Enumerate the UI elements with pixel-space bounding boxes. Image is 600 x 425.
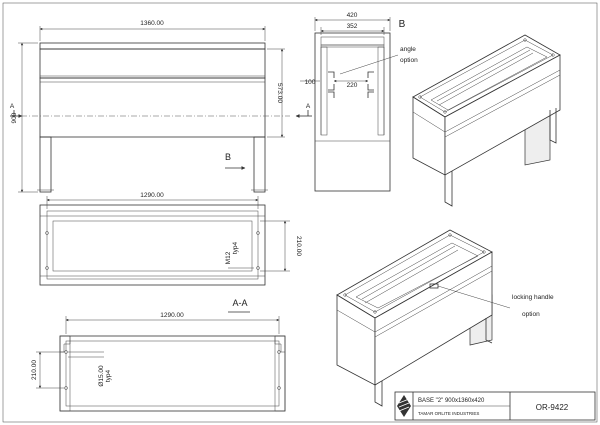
title-block xyxy=(394,391,596,421)
side-offset-dim: 100 xyxy=(305,79,316,86)
section-mark-right: A xyxy=(306,103,311,110)
top-view xyxy=(39,204,266,286)
angle-option-label: option xyxy=(400,57,418,64)
front-body-height-dim: 573.00 xyxy=(276,83,283,103)
drawing-number: OR-9422 xyxy=(536,403,569,412)
angle-label: angle xyxy=(400,46,416,53)
side-view-label: B xyxy=(399,19,406,30)
front-width-dim: 1360.00 xyxy=(140,20,164,27)
top-view-dimensions xyxy=(46,196,290,272)
section-view xyxy=(59,335,286,412)
section-depth-dim: 210.00 xyxy=(31,360,38,380)
section-title: A-A xyxy=(232,298,247,308)
company-logo-icon xyxy=(397,395,411,417)
hole-label: Ø15.00 xyxy=(98,365,105,387)
side-inner-width-dim: 352 xyxy=(347,23,358,30)
bolt-label: M12 xyxy=(225,251,232,264)
part-name: BASE "2" 900x1360x420 xyxy=(418,398,485,404)
side-inner-depth-dim: 220 xyxy=(347,82,358,89)
top-length-dim: 1290.00 xyxy=(140,192,164,199)
locking-handle-label: locking handle xyxy=(512,294,554,301)
section-mark-left: A xyxy=(10,103,15,110)
side-view xyxy=(300,32,391,192)
view-arrow-label: B xyxy=(225,152,231,162)
top-depth-dim: 210.00 xyxy=(295,236,302,256)
locking-handle-option-label: option xyxy=(522,311,540,318)
section-length-dim: 1290.00 xyxy=(160,312,184,319)
hole-type-label: typ4 xyxy=(105,369,112,382)
front-total-height-dim: 900 xyxy=(11,112,18,123)
isometric-view-bottom xyxy=(336,229,511,407)
bolt-type-label: typ4 xyxy=(232,241,239,254)
front-view xyxy=(10,42,290,193)
front-view-dimensions xyxy=(10,26,312,193)
side-view-dimensions xyxy=(314,17,399,75)
company-name: TAMAR ORLITE INDUSTRIES xyxy=(418,411,479,416)
section-view-dimensions xyxy=(36,311,280,389)
isometric-view-top xyxy=(412,34,561,207)
side-outer-width-dim: 420 xyxy=(347,12,358,19)
